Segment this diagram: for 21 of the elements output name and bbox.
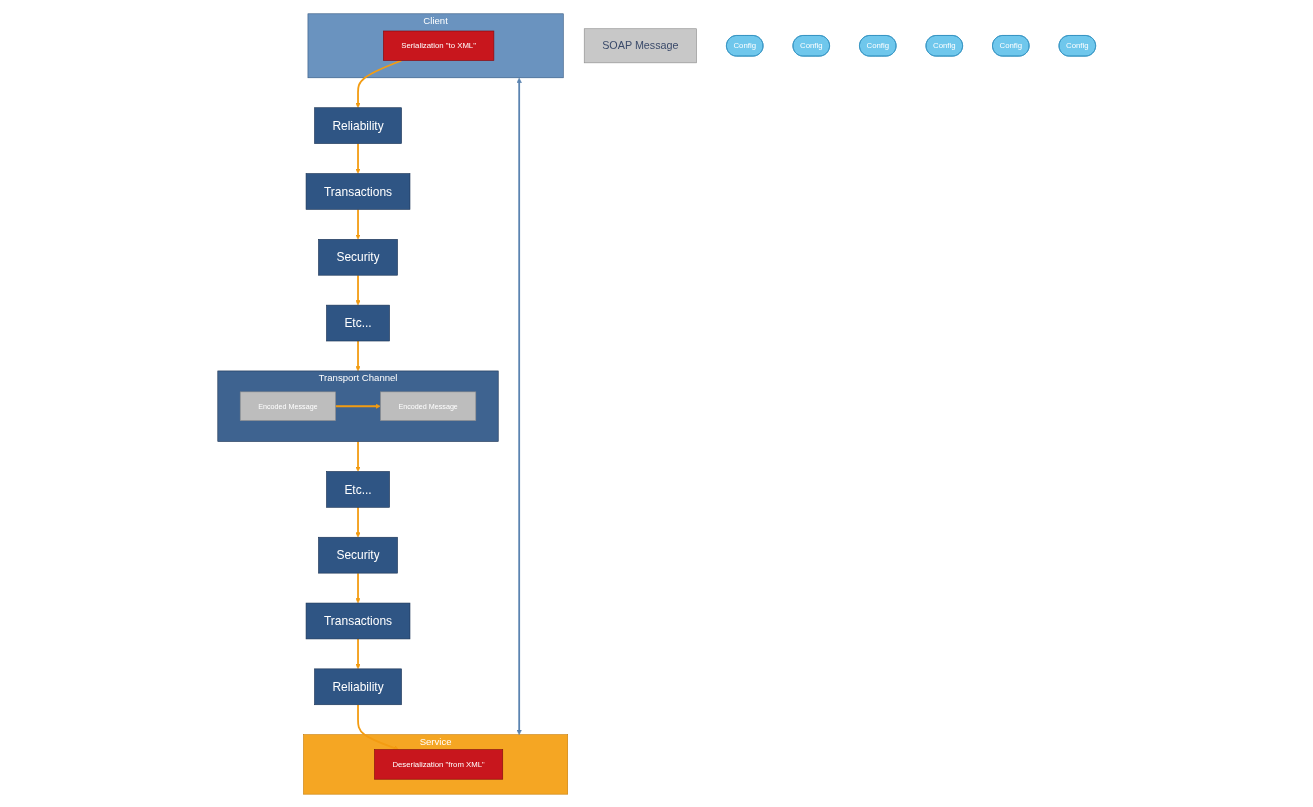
node-box: Etc... <box>325 304 390 341</box>
node-box: SOAP Message <box>583 27 697 63</box>
arrow <box>355 440 361 472</box>
arrow <box>355 273 361 305</box>
node-box: Reliability <box>313 106 402 144</box>
arrow <box>356 703 399 750</box>
arrow <box>355 505 361 537</box>
node-box: Security <box>317 238 398 276</box>
arrow <box>334 403 381 409</box>
arrow <box>516 77 522 735</box>
node-box: Security <box>317 536 398 573</box>
arrow <box>355 339 361 371</box>
node-box: Etc... <box>325 470 390 508</box>
arrow <box>355 571 361 603</box>
arrow <box>355 637 361 669</box>
arrow <box>355 59 402 108</box>
node-box: Reliability <box>313 668 402 705</box>
arrow <box>355 142 361 174</box>
node-box: Transactions <box>305 172 411 210</box>
node-box: Transactions <box>305 602 411 639</box>
arrow <box>355 208 361 240</box>
